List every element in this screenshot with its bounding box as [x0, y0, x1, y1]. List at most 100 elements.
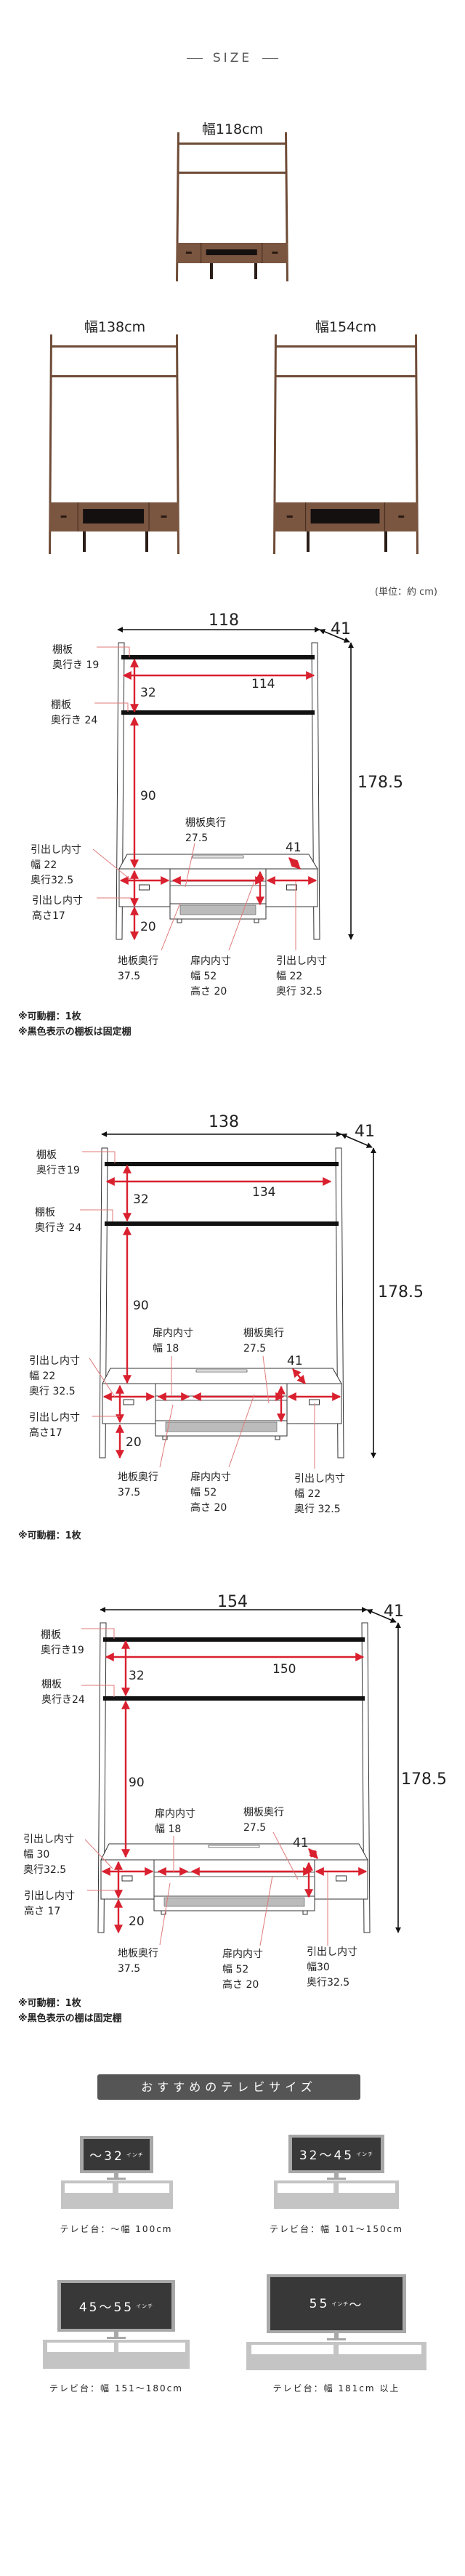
leader-line [89, 1357, 116, 1397]
callout-line: 地板奥行 [118, 1471, 158, 1483]
tv-stand-caption: テレビ台：幅 151～180cm [49, 2383, 183, 2394]
callout-top-shelf: 棚板奥行き 19 [52, 644, 99, 671]
callout-line: 奥行き19 [36, 1164, 80, 1176]
tv-stand-icon [246, 2342, 426, 2370]
cabinet-depth-arrow [308, 1848, 318, 1859]
dimension-height: 178.5 [357, 774, 403, 792]
drawer-handle-icon [286, 515, 293, 518]
cabinet-body [100, 1859, 368, 1900]
tv-stand-icon [43, 2340, 190, 2369]
cabinet-leg [210, 263, 213, 279]
footnote: ※可動棚：1枚 [18, 1011, 82, 1022]
tv-size-unit: インチ [331, 2300, 349, 2307]
fixed-shelf [105, 1221, 339, 1226]
callout-line: 高さ17 [29, 1427, 62, 1439]
callout-line: 引出し内寸 [31, 844, 81, 856]
callout-line: 37.5 [118, 1963, 140, 1975]
callout-line: 引出し内寸 [307, 1946, 357, 1958]
recommended-tv-size-banner: おすすめのテレビサイズ [97, 2074, 360, 2100]
cabinet-foot [161, 1910, 166, 1915]
cabinet-leg [83, 531, 86, 552]
dimension-inner-width: 134 [252, 1185, 275, 1200]
leader-line [81, 1628, 115, 1639]
tv-stand-caption: テレビ台：幅 181cm 以上 [272, 2383, 400, 2394]
dimension-cabinet-depth: 41 [293, 1836, 309, 1850]
dimension-inner-width: 114 [251, 677, 275, 691]
dimension-inner-width: 150 [272, 1662, 296, 1677]
callout-drawer-height: 引出し内寸高さ17 [29, 1412, 80, 1439]
unit-note: (単位：約 cm) [375, 586, 437, 598]
leader-line [259, 1875, 273, 1946]
dimension-diagram-154: 15441178.515032902041棚板奥行き19棚板奥行き24扉内内寸幅… [18, 1593, 447, 2024]
tv-size-value: 32～45 [299, 2148, 355, 2163]
wood-shelf [51, 375, 178, 377]
leader-line [161, 902, 181, 951]
callout-line: 奥行32.5 [23, 1863, 66, 1876]
tv-stand-caption: テレビ台：幅 101～150cm [270, 2224, 403, 2234]
tv-size-suffix: ～ [349, 2298, 364, 2313]
wood-shelf [275, 345, 417, 348]
callout-top-shelf: 棚板奥行き19 [41, 1629, 84, 1656]
callout-line: 引出し内寸 [29, 1412, 80, 1424]
callout-floor: 地板奥行 37.5 [118, 1947, 158, 1975]
wood-shelf [275, 375, 417, 377]
tv-size-unit: インチ [126, 2151, 144, 2158]
callout-drawer-height: 引出し内寸高さ17 [32, 895, 83, 922]
leader-line [81, 1685, 115, 1697]
wood-shelf [178, 172, 287, 174]
tv-size-value: 55 [309, 2296, 330, 2311]
callout-line: 引出し内寸 [32, 895, 83, 907]
callout-top-shelf: 棚板奥行き19 [36, 1149, 80, 1176]
fixed-shelf [103, 1696, 365, 1701]
dimension-tv-space: 90 [129, 1775, 145, 1790]
leader-line [185, 843, 195, 888]
overall-depth-arrow [366, 1609, 397, 1623]
callout-line: 扉内内寸 [190, 955, 231, 967]
leader-line [82, 1151, 116, 1163]
callout-line: 引出し内寸 [294, 1473, 345, 1485]
callout-line: 棚板奥行 [243, 1327, 284, 1339]
dimension-floor-clearance: 20 [126, 1435, 142, 1450]
drawer-handle-icon [398, 515, 405, 518]
glass-door [310, 509, 380, 523]
callout-line: 棚板奥行 [185, 816, 226, 829]
tv-stand-caption: テレビ台：～幅 100cm [60, 2224, 173, 2234]
callout-line: 幅 22 [31, 859, 57, 871]
drawer-handle-icon [139, 884, 150, 891]
leader-line [228, 1394, 255, 1468]
ladder-post [273, 334, 277, 554]
leader-line [272, 1831, 299, 1880]
tv-size-value: 45～55 [78, 2300, 134, 2315]
callout-line: 棚板 [51, 699, 71, 711]
callout-line: 地板奥行 [118, 1947, 158, 1959]
fixed-shelf [121, 710, 315, 715]
leader-line [262, 1355, 270, 1404]
callout-mid-shelf: 棚板奥行き 24 [51, 699, 97, 726]
title-dash-right [262, 57, 279, 59]
callout-line: 幅 22 [276, 971, 302, 982]
callout-line: 幅 18 [153, 1343, 179, 1355]
wood-shelf [51, 345, 178, 348]
dimension-floor-clearance: 20 [140, 920, 156, 934]
leader-line [84, 1839, 113, 1869]
dimension-cabinet-depth: 41 [287, 1354, 303, 1368]
callout-line: 棚板 [41, 1629, 61, 1641]
callout-line: 37.5 [118, 971, 140, 982]
footnote: ※黒色表示の棚板は固定棚 [18, 1026, 132, 1038]
overall-depth-arrow [341, 1133, 373, 1148]
callout-line: 引出し内寸 [29, 1355, 80, 1367]
photo-width-label: 幅138cm [84, 319, 145, 335]
drawer-handle-icon [185, 252, 192, 254]
